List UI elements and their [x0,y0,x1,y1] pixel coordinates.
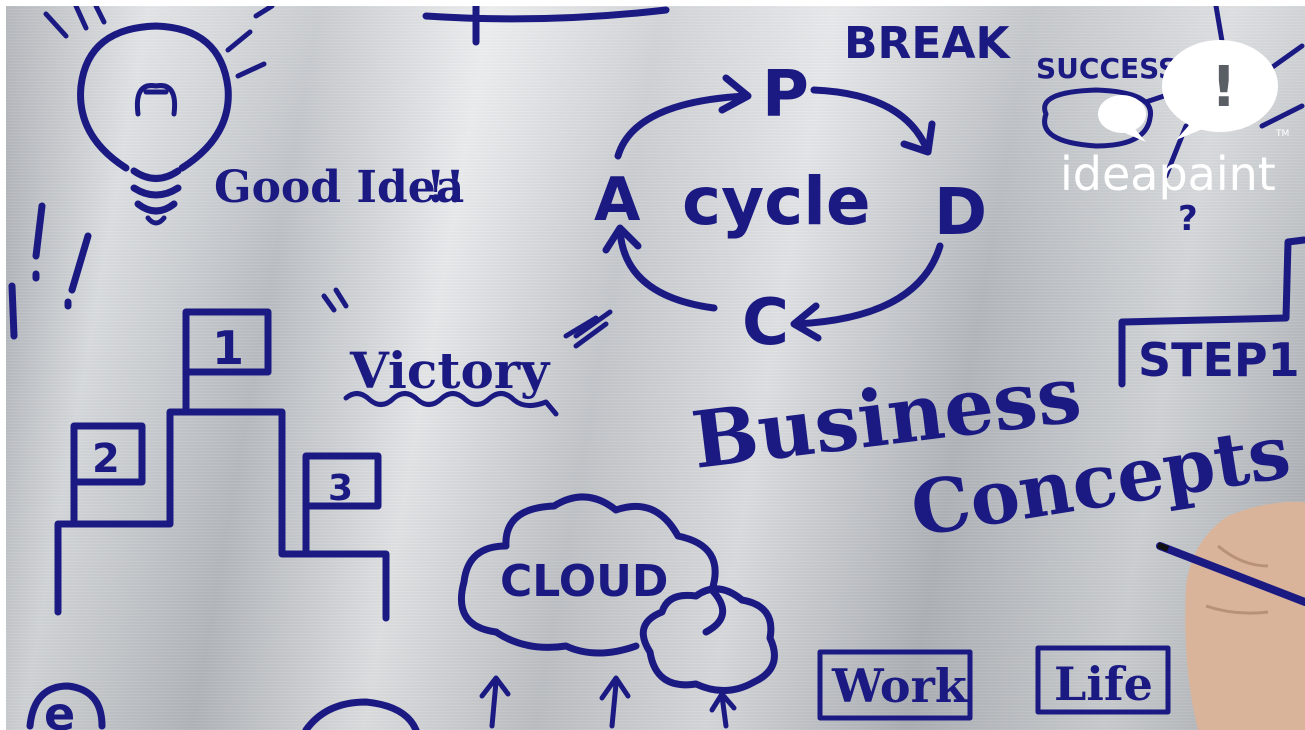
cycle-letter-a: A [594,165,641,235]
bottom-left-circle [26,682,106,730]
pdca-cycle-drawing [573,74,944,342]
podium-1-label: 1 [212,321,244,375]
cycle-center-text: cycle [682,163,871,240]
good-idea-exclaim: !! [426,162,465,213]
ink-drawings: Good Idea !! 1 2 3 Victory [8,6,1305,730]
exclamation-marks [8,202,92,340]
hand-with-marker [1156,501,1305,730]
good-idea-text: Good Idea [214,162,464,213]
life-text: Life [1054,657,1153,711]
podium-2-label: 2 [92,436,120,482]
cycle-letter-p: P [762,58,809,132]
cloud-text: CLOUD [500,556,668,607]
victory-text: Victory [349,341,551,400]
work-text: Work [831,659,968,713]
lightbulb-icon [77,6,275,226]
bottom-center-shape [302,698,420,730]
logo-bang: ! [1211,55,1237,120]
ideapaint-logo: ! ideapaint TM [1060,40,1289,201]
top-arrow-sketch [422,6,670,46]
break-text: BREAK [844,18,1012,69]
success-text: SUCCESS [1036,52,1178,85]
work-box [817,649,973,721]
metal-whiteboard: Good Idea !! 1 2 3 Victory [6,6,1305,730]
victory-wavy-underline [343,391,559,417]
step1-stair [1118,236,1305,388]
top-left-rays [43,6,107,39]
question-mark: ? [1178,199,1198,239]
bottom-left-letter: e [44,687,75,730]
cloud-drawing [457,493,778,729]
logo-trademark: TM [1275,129,1289,139]
step1-text: STEP1 [1138,333,1300,387]
cycle-letter-d: D [934,176,987,250]
logo-wordmark: ideapaint [1060,147,1276,201]
victory-quote-marks [321,287,609,349]
podium-3-label: 3 [328,468,353,509]
cycle-letter-c: C [742,286,789,360]
life-box [1035,645,1171,715]
podium-drawing [54,308,390,622]
